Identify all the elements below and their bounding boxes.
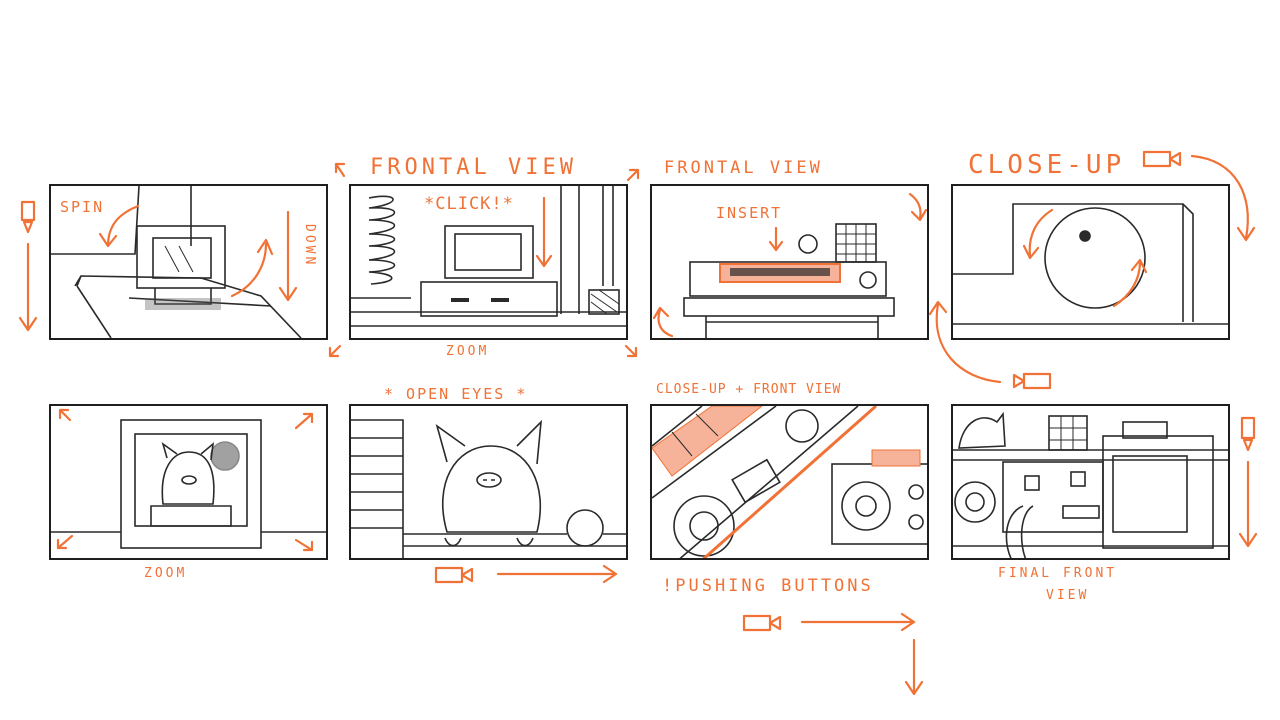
panel-2 xyxy=(349,184,628,340)
panel-4 xyxy=(951,184,1230,340)
camera-icon xyxy=(1142,150,1182,168)
down-label: DOWN xyxy=(302,224,317,268)
panel-5-sketch xyxy=(51,419,326,549)
spin-label: SPIN xyxy=(60,198,105,216)
frontal-view-label-2: FRONTAL VIEW xyxy=(664,158,823,178)
panel-3-sketch xyxy=(683,223,895,338)
arrow-icon xyxy=(626,168,640,182)
final-front-view-label-line1: FINAL FRONT xyxy=(998,566,1118,581)
frontal-view-label-1: FRONTAL VIEW xyxy=(370,155,577,180)
arrow-icon xyxy=(18,242,38,332)
close-up-label: CLOSE-UP xyxy=(968,150,1126,180)
panel-7 xyxy=(650,404,929,560)
camera-icon xyxy=(434,566,474,584)
panel-7-sketch xyxy=(652,406,927,558)
arrow-icon xyxy=(624,344,638,358)
arrow-icon xyxy=(328,344,342,358)
camera-icon xyxy=(1240,416,1256,452)
camera-icon xyxy=(742,614,782,632)
panel-4-sketch xyxy=(953,203,1228,325)
click-label: *CLICK!* xyxy=(424,194,514,214)
insert-label: INSERT xyxy=(716,204,783,222)
panel-2-sketch xyxy=(351,186,626,327)
zoom-label-1: ZOOM xyxy=(446,344,490,359)
arrow-icon xyxy=(904,638,924,696)
arrow-icon xyxy=(800,612,916,632)
close-up-front-view-label: CLOSE-UP + FRONT VIEW xyxy=(656,382,842,397)
panel-8-sketch xyxy=(953,411,1228,558)
panel-6-sketch xyxy=(351,419,626,558)
panel-5 xyxy=(49,404,328,560)
zoom-label-2: ZOOM xyxy=(144,566,188,581)
camera-icon xyxy=(1012,372,1052,390)
panel-8 xyxy=(951,404,1230,560)
panel-3 xyxy=(650,184,929,340)
panel-6 xyxy=(349,404,628,560)
final-front-view-label-line2: VIEW xyxy=(1046,588,1090,603)
arrow-icon xyxy=(1238,460,1258,548)
camera-icon xyxy=(20,200,36,234)
arrow-icon xyxy=(334,162,346,178)
arrow-icon xyxy=(496,564,618,584)
pushing-buttons-label: !PUSHING BUTTONS xyxy=(662,576,874,596)
open-eyes-label: * OPEN EYES * xyxy=(384,385,528,403)
